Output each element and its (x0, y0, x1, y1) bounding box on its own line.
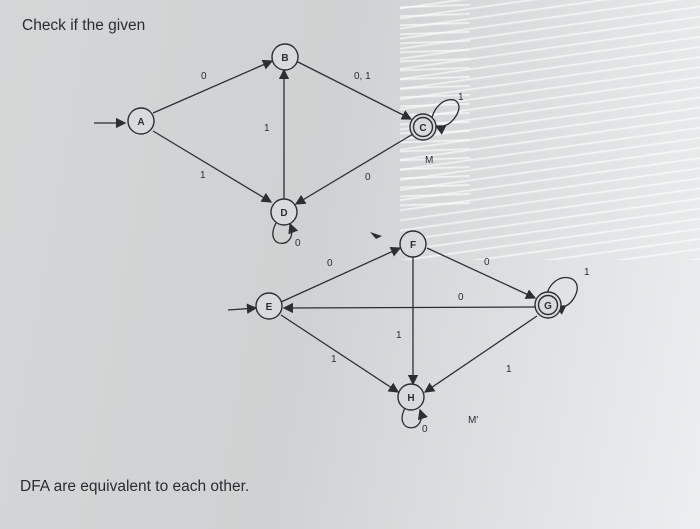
label-e-h: 1 (331, 354, 337, 365)
label-c-self: 1 (458, 92, 464, 103)
label-h-self: 0 (422, 424, 428, 435)
label-a-d: 1 (200, 170, 206, 181)
label-c-d: 0 (365, 172, 371, 183)
mouse-cursor-icon (370, 232, 382, 239)
edge-a-b (152, 59, 274, 114)
state-b-label: B (281, 53, 288, 64)
label-g-h: 1 (506, 364, 512, 375)
label-f-h: 1 (396, 330, 402, 341)
edge-d-self (272, 222, 299, 245)
label-a-b: 0 (201, 71, 207, 82)
state-e (255, 292, 283, 320)
start-arrow-e (227, 303, 258, 314)
state-h (397, 383, 425, 411)
state-f (399, 230, 427, 258)
edge-e-h (280, 314, 400, 393)
label-g-self: 1 (584, 267, 590, 278)
edge-g-h (423, 315, 538, 393)
label-g-e: 0 (458, 292, 464, 303)
state-f-label: F (410, 240, 416, 251)
state-a-label: A (137, 117, 144, 128)
edge-b-c (295, 60, 413, 120)
state-d (270, 198, 298, 226)
edge-e-f (280, 247, 402, 303)
state-g-accepting-ring (537, 294, 559, 316)
label-d-self: 0 (295, 238, 301, 249)
machine-m-prime-label: M' (468, 415, 478, 426)
state-d-label: D (280, 208, 287, 219)
label-d-b: 1 (264, 123, 270, 134)
edge-c-self (431, 99, 460, 135)
question-heading: Check if the given (22, 17, 146, 34)
state-g-label: G (544, 301, 552, 312)
state-e-label: E (266, 302, 273, 313)
label-e-f: 0 (327, 258, 333, 269)
state-c-label: C (419, 123, 426, 134)
label-f-g: 0 (484, 257, 490, 268)
machine-m-label: M (425, 155, 433, 166)
edge-f-g (426, 247, 537, 299)
edge-h-self (401, 407, 428, 429)
edge-a-d (152, 130, 273, 203)
state-b (271, 43, 299, 71)
label-b-c: 0, 1 (354, 71, 371, 82)
state-a (127, 107, 155, 135)
question-footer: DFA are equivalent to each other. (20, 478, 250, 495)
edge-c-d (294, 133, 414, 205)
state-c-accepting-ring (412, 116, 434, 138)
state-h-label: H (407, 393, 414, 404)
edge-g-e (282, 302, 536, 314)
